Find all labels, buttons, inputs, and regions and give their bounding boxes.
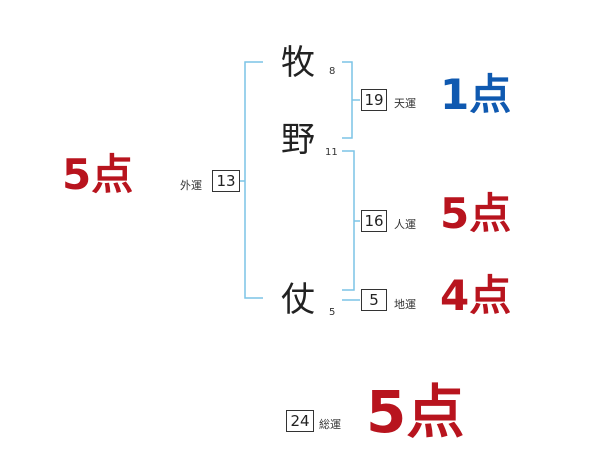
gaiun-label: 外運 — [180, 179, 202, 192]
jinun-label: 人運 — [394, 218, 416, 231]
gaiun-bracket — [244, 61, 263, 299]
name-char-2: 野 — [281, 120, 315, 160]
stroke-count-2: 11 — [325, 147, 338, 158]
souun-label: 総運 — [319, 418, 341, 431]
jinun-value-box: 16 — [361, 210, 387, 232]
tenun-value-box: 19 — [361, 89, 387, 111]
chiun-value-box: 5 — [361, 289, 387, 311]
name-char-1: 牧 — [281, 43, 315, 83]
name-char-3: 仗 — [281, 280, 315, 320]
tenun-bracket — [342, 61, 353, 139]
stroke-count-3: 5 — [329, 307, 336, 318]
gaiun-value-box: 13 — [212, 170, 240, 192]
souun-value-box: 24 — [286, 410, 314, 432]
jinun-score: 5点 — [440, 189, 512, 238]
gaiun-score: 5点 — [62, 150, 134, 199]
stroke-count-1: 8 — [329, 66, 336, 77]
chiun-label: 地運 — [394, 298, 416, 311]
souun-score: 5点 — [366, 378, 465, 446]
tenun-label: 天運 — [394, 97, 416, 110]
jinun-bracket — [342, 150, 355, 291]
tenun-score: 1点 — [440, 70, 512, 119]
chiun-score: 4点 — [440, 271, 512, 320]
